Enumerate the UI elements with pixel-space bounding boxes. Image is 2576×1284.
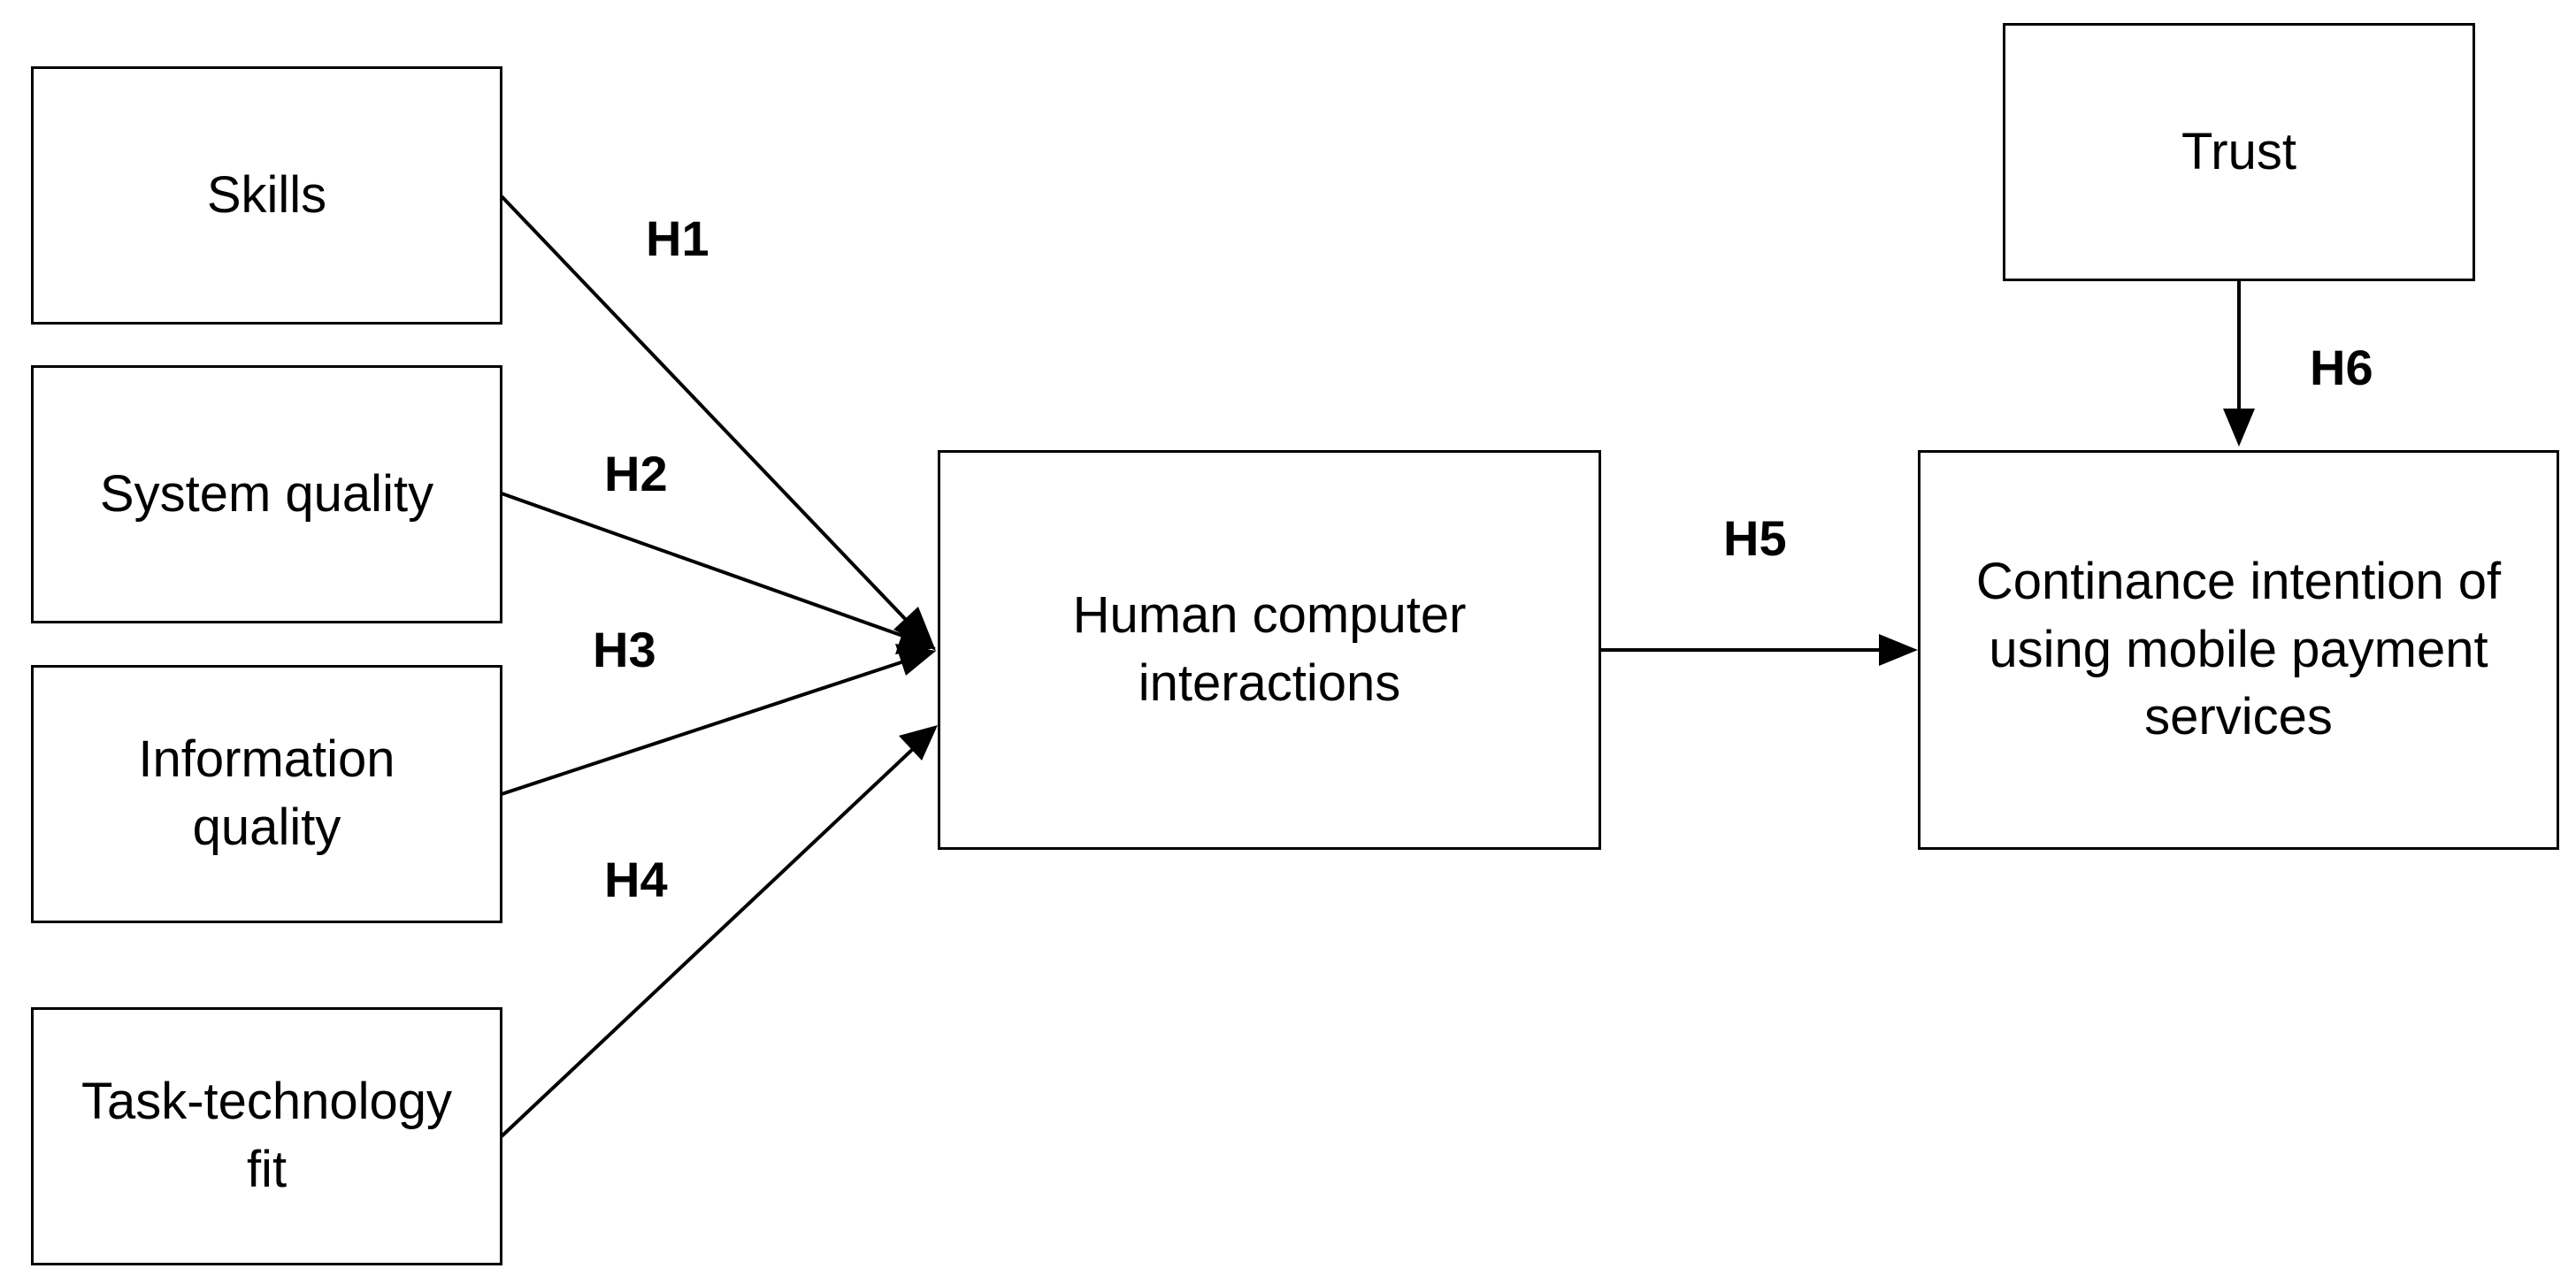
- trust-box: Trust: [2003, 23, 2475, 281]
- human-computer-interactions-label: Human computer interactions: [1072, 586, 1467, 712]
- system-quality-label: System quality: [99, 464, 434, 523]
- arrow-h2: [501, 492, 936, 654]
- skills-box: Skills: [31, 66, 502, 325]
- hypothesis-label-h4: H4: [604, 852, 668, 907]
- arrow-h1: [500, 195, 936, 651]
- arrow-h4: [500, 725, 938, 1138]
- system-quality-box: System quality: [31, 365, 502, 623]
- arrow-h6: [2223, 281, 2255, 447]
- arrow-h5: [1601, 634, 1918, 666]
- information-quality-box: Information quality: [31, 665, 502, 923]
- arrow-h3: [501, 644, 936, 796]
- hypothesis-label-h5: H5: [1723, 510, 1787, 566]
- task-technology-fit-box: Task-technology fit: [31, 1007, 502, 1265]
- task-technology-fit-label: Task-technology fit: [80, 1073, 453, 1198]
- trust-label: Trust: [2181, 122, 2296, 180]
- hypothesis-label-h6: H6: [2310, 340, 2373, 395]
- information-quality-label: Information quality: [138, 730, 395, 856]
- hypothesis-label-h2: H2: [604, 446, 668, 501]
- hypothesis-label-h1: H1: [646, 210, 709, 266]
- continuance-intention-box: Continance intention of using mobile pay…: [1918, 450, 2559, 850]
- continuance-intention-label: Continance intention of using mobile pay…: [1975, 553, 2502, 746]
- hypothesis-label-h3: H3: [593, 622, 656, 677]
- skills-label: Skills: [206, 165, 327, 224]
- human-computer-interactions-box: Human computer interactions: [938, 450, 1601, 850]
